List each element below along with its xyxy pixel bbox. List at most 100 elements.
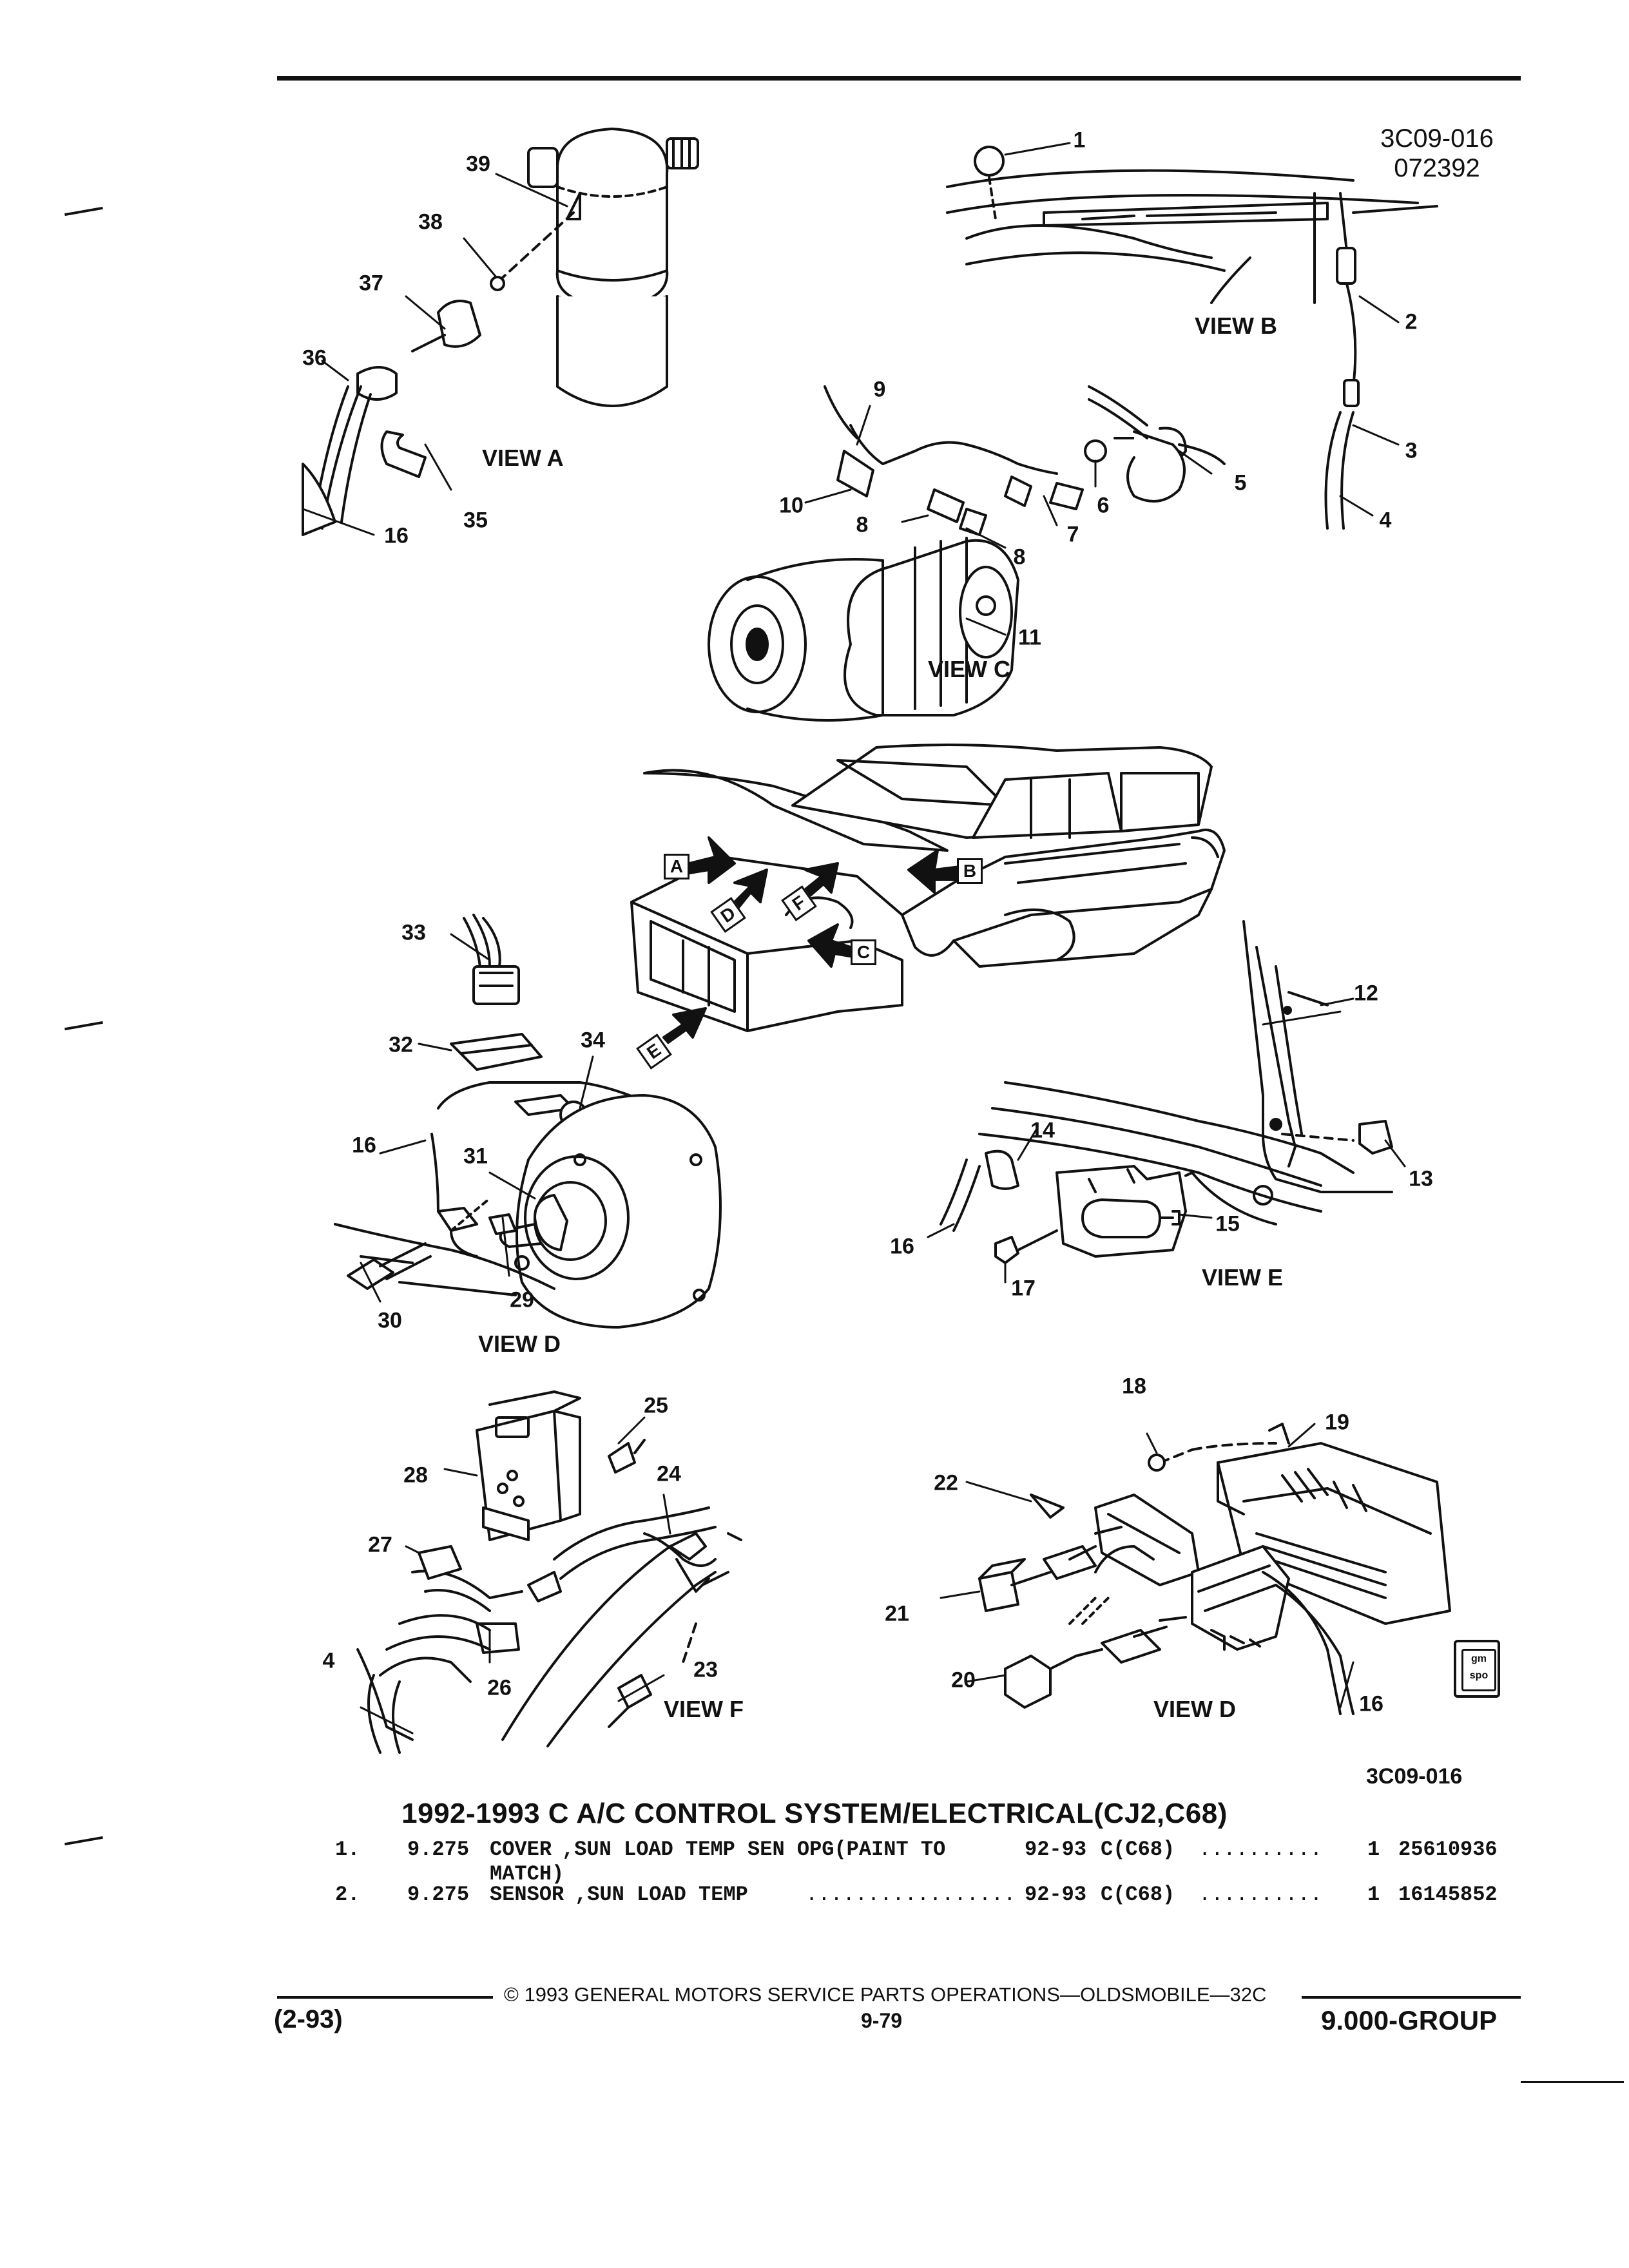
callout-33: 33 bbox=[401, 920, 426, 945]
footer-copyright: © 1993 GENERAL MOTORS SERVICE PARTS OPER… bbox=[504, 1983, 1267, 2006]
callout-21: 21 bbox=[885, 1601, 909, 1626]
callout-25: 25 bbox=[644, 1393, 668, 1418]
row-2-item: 2. bbox=[335, 1883, 360, 1907]
row-1-part-no: 25610936 bbox=[1398, 1838, 1498, 1861]
leader-lines bbox=[302, 142, 1406, 1735]
drawing-code: 3C09-016 bbox=[1380, 124, 1494, 153]
row-1-dots: .......... bbox=[1199, 1838, 1323, 1861]
footer-date-code: (2-93) bbox=[274, 2005, 343, 2033]
callout-24: 24 bbox=[657, 1461, 681, 1486]
row-1-item: 1. bbox=[335, 1838, 360, 1861]
view-d-connectors bbox=[978, 1423, 1451, 1715]
callout-26: 26 bbox=[487, 1675, 512, 1700]
callout-39: 39 bbox=[466, 151, 490, 177]
callout-7: 7 bbox=[1066, 522, 1079, 547]
parts-table-title: 1992-1993 C A/C CONTROL SYSTEM/ELECTRICA… bbox=[401, 1798, 1228, 1829]
view-a-accumulator bbox=[302, 128, 699, 536]
row-1-desc: ,SUN LOAD TEMP SEN OPG(PAINT TO bbox=[562, 1838, 946, 1861]
callout-14: 14 bbox=[1030, 1118, 1055, 1143]
row-2-qty: 1 bbox=[1367, 1883, 1380, 1907]
view-c-compressor bbox=[708, 385, 1226, 722]
callout-8b: 8 bbox=[1013, 544, 1026, 570]
row-1-group: 9.275 bbox=[407, 1838, 470, 1861]
parts-row-1: 1. 9.275 COVER ,SUN LOAD TEMP SEN OPG(PA… bbox=[0, 1838, 1629, 1889]
view-d-lower-label: VIEW D bbox=[1153, 1696, 1237, 1722]
view-e-label: VIEW E bbox=[1202, 1264, 1284, 1291]
callout-9: 9 bbox=[873, 377, 886, 402]
margin-mark bbox=[1521, 2081, 1624, 2083]
callout-4: 4 bbox=[1379, 508, 1392, 533]
car-body bbox=[630, 744, 1226, 1032]
drawing-date: 072392 bbox=[1394, 154, 1480, 182]
row-2-desc: ,SUN LOAD TEMP bbox=[575, 1883, 748, 1907]
callout-18: 18 bbox=[1122, 1374, 1146, 1399]
callout-17: 17 bbox=[1011, 1276, 1036, 1301]
callout-20: 20 bbox=[951, 1667, 976, 1693]
view-arrow-c: C bbox=[851, 939, 876, 965]
view-a-label: VIEW A bbox=[482, 445, 564, 471]
callout-37: 37 bbox=[359, 271, 383, 296]
drawing-code-header: 3C09-016 072392 bbox=[1353, 124, 1521, 183]
row-2-years: 92-93 bbox=[1025, 1883, 1087, 1907]
callout-19: 19 bbox=[1325, 1410, 1349, 1435]
view-arrow-b: B bbox=[957, 858, 983, 884]
callout-2: 2 bbox=[1405, 309, 1418, 334]
footer-rule-right bbox=[1302, 1996, 1521, 1999]
footer-rule-left bbox=[277, 1996, 493, 1999]
callout-5: 5 bbox=[1234, 470, 1247, 495]
callout-34: 34 bbox=[581, 1028, 605, 1053]
row-1-desc-cont: MATCH) bbox=[490, 1862, 564, 1886]
callout-35: 35 bbox=[463, 508, 488, 533]
callout-10: 10 bbox=[779, 493, 804, 518]
callout-13: 13 bbox=[1409, 1166, 1433, 1191]
callout-1: 1 bbox=[1073, 128, 1086, 153]
view-f-harness bbox=[356, 1390, 742, 1754]
row-1-years: 92-93 bbox=[1025, 1838, 1087, 1861]
callout-16-view-a: 16 bbox=[384, 523, 409, 548]
footer-page-number: 9-79 bbox=[861, 2009, 903, 2032]
callout-22: 22 bbox=[934, 1470, 958, 1495]
gm-spo-logo-text: gm spo bbox=[1461, 1649, 1496, 1691]
callout-23: 23 bbox=[693, 1657, 718, 1682]
callout-6: 6 bbox=[1097, 493, 1110, 518]
callout-16-view-d-lower: 16 bbox=[1359, 1691, 1383, 1716]
callout-30: 30 bbox=[378, 1308, 402, 1333]
callout-16-view-e: 16 bbox=[890, 1234, 914, 1259]
row-1-qty: 1 bbox=[1367, 1838, 1380, 1861]
callout-4-view-f: 4 bbox=[322, 1648, 335, 1673]
row-1-name: COVER bbox=[490, 1838, 552, 1861]
gm-spo-logo: gm spo bbox=[1454, 1640, 1500, 1698]
callout-11: 11 bbox=[1018, 625, 1041, 650]
footer-group: 9.000-GROUP bbox=[1321, 2005, 1498, 2035]
row-2-part-no: 16145852 bbox=[1398, 1883, 1498, 1907]
row-2-leader: ................. bbox=[805, 1883, 1016, 1907]
callout-28: 28 bbox=[403, 1463, 428, 1488]
top-rule bbox=[277, 76, 1521, 81]
callout-29: 29 bbox=[510, 1287, 534, 1312]
callout-31: 31 bbox=[463, 1144, 488, 1169]
callout-3: 3 bbox=[1405, 438, 1418, 463]
callout-32: 32 bbox=[389, 1032, 413, 1057]
row-2-name: SENSOR bbox=[490, 1883, 564, 1907]
row-1-code: C(C68) bbox=[1101, 1838, 1175, 1861]
parts-row-2: 2. 9.275 SENSOR ,SUN LOAD TEMP .........… bbox=[0, 1883, 1629, 1934]
view-b-label: VIEW B bbox=[1195, 312, 1278, 339]
row-2-dots: .......... bbox=[1199, 1883, 1323, 1907]
view-f-label: VIEW F bbox=[664, 1696, 744, 1722]
row-2-group: 9.275 bbox=[407, 1883, 470, 1907]
view-arrow-a: A bbox=[664, 854, 689, 879]
callout-27: 27 bbox=[368, 1532, 392, 1557]
view-d-upper-label: VIEW D bbox=[478, 1331, 561, 1357]
view-d-blower bbox=[334, 914, 722, 1329]
view-b-dash bbox=[946, 146, 1438, 530]
callout-38: 38 bbox=[418, 209, 443, 235]
callout-15: 15 bbox=[1215, 1211, 1240, 1236]
row-2-code: C(C68) bbox=[1101, 1883, 1175, 1907]
callout-12: 12 bbox=[1354, 981, 1378, 1006]
callout-16-view-d: 16 bbox=[352, 1133, 376, 1158]
drawing-code-bottom: 3C09-016 bbox=[1366, 1764, 1463, 1789]
view-e-bracket bbox=[940, 920, 1393, 1264]
view-c-label: VIEW C bbox=[928, 656, 1011, 682]
callout-36: 36 bbox=[302, 345, 327, 370]
